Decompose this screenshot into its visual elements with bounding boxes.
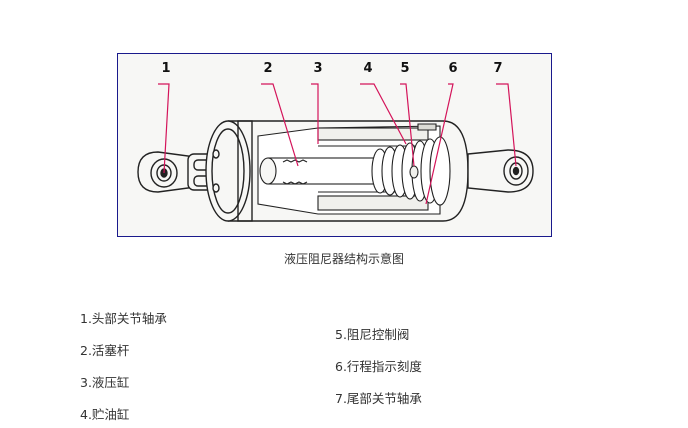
leader-lines xyxy=(158,83,517,205)
part-number-4: 4 xyxy=(363,61,372,76)
leader-2 xyxy=(261,83,299,167)
piston-and-valve-stack xyxy=(371,123,451,206)
leader-7 xyxy=(496,83,517,167)
legend-item-2: 2.活塞杆 xyxy=(80,343,130,358)
part-numbers: 1 2 3 4 5 6 7 xyxy=(161,61,502,76)
leader-5 xyxy=(400,83,415,167)
legend-item-4: 4.贮油缸 xyxy=(80,407,130,422)
legend-item-5: 5.阻尼控制阀 xyxy=(335,327,410,342)
leader-1 xyxy=(158,83,170,174)
part-number-7: 7 xyxy=(493,61,502,76)
damper-diagram: 1 2 3 4 5 6 7 xyxy=(117,53,552,237)
part-number-2: 2 xyxy=(263,61,272,76)
figure-caption: 液压阻尼器结构示意图 xyxy=(283,252,404,266)
leader-3 xyxy=(311,83,319,144)
damper-drawing: 1 2 3 4 5 6 7 xyxy=(137,61,534,222)
part-number-1: 1 xyxy=(161,61,170,76)
tail-joint-bearing xyxy=(467,149,534,193)
legend-item-3: 3.液压缸 xyxy=(80,375,130,390)
legend-item-1: 1.头部关节轴承 xyxy=(80,311,167,326)
legend-item-7: 7.尾部关节轴承 xyxy=(335,391,422,406)
leader-4 xyxy=(360,83,407,145)
leader-6 xyxy=(425,83,454,205)
part-number-6: 6 xyxy=(448,61,457,76)
legend-item-6: 6.行程指示刻度 xyxy=(335,359,422,374)
part-number-5: 5 xyxy=(400,61,409,76)
part-number-3: 3 xyxy=(313,61,322,76)
